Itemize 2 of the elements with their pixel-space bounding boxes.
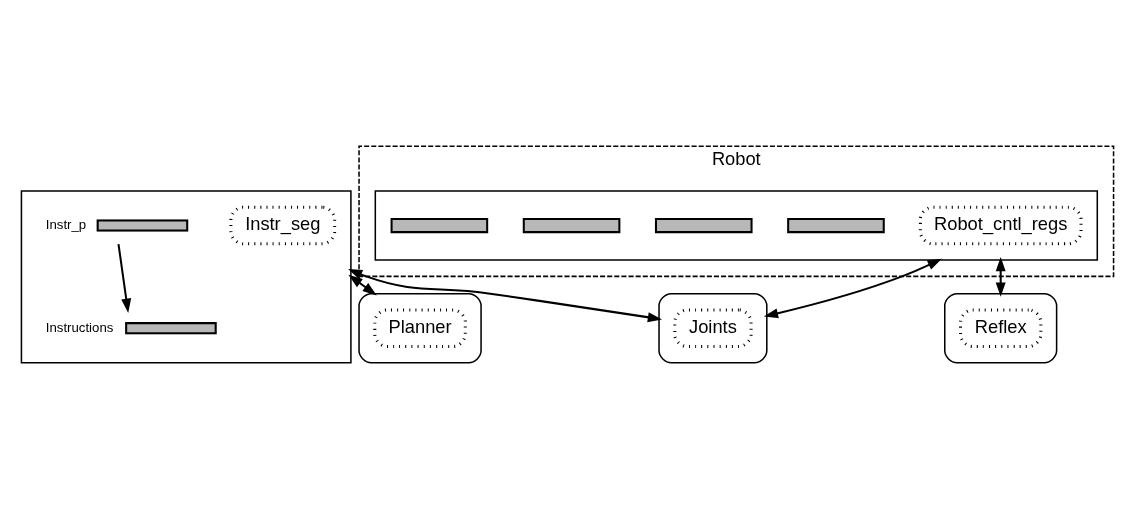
node-label: Instr_p [45, 216, 87, 232]
node-label: Instructions [45, 319, 114, 335]
